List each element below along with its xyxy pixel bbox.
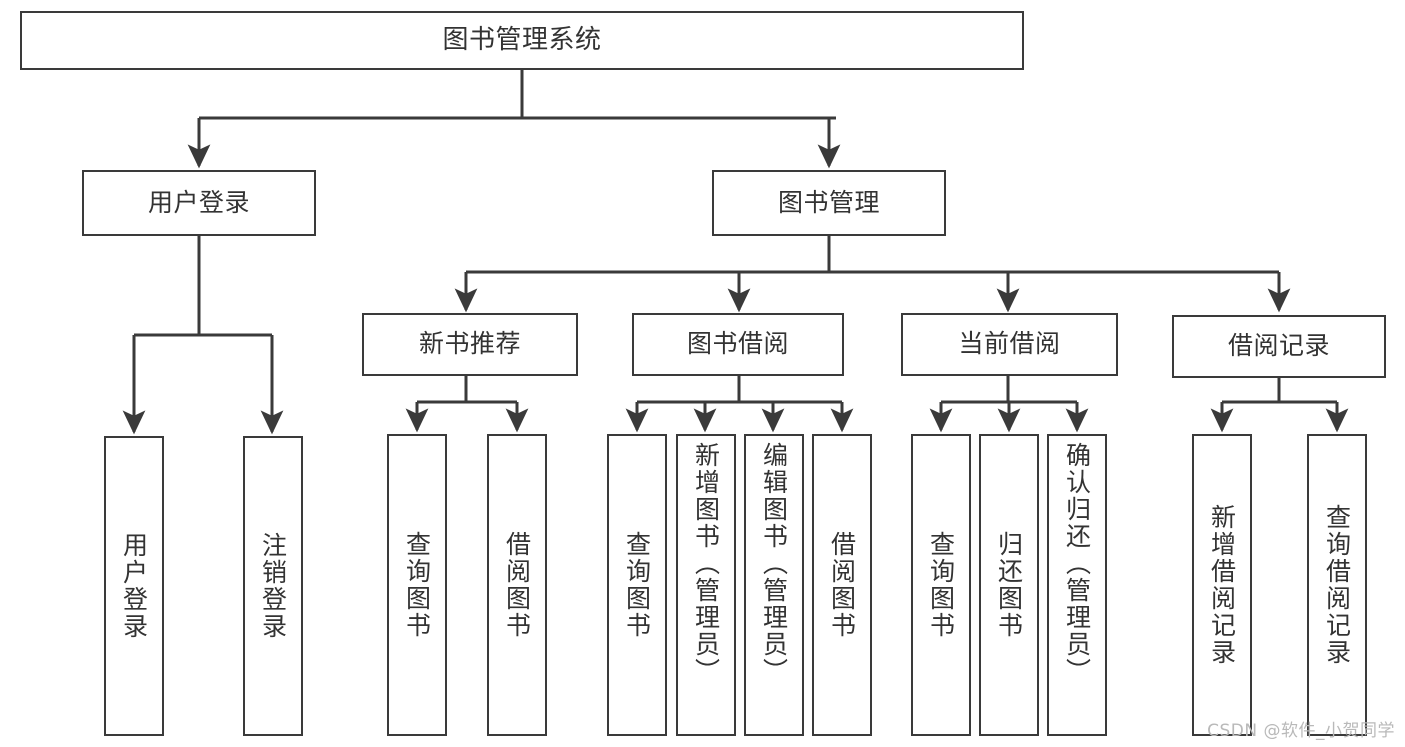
node-root-system[interactable]: 图书管理系统 (20, 11, 1024, 70)
node-leaf-edit-book[interactable]: 编辑图书（管理员） (744, 434, 804, 736)
node-leaf-confirm-return[interactable]: 确认归还（管理员） (1047, 434, 1107, 736)
node-leaf-query-book-2-label: 查询图书 (622, 531, 652, 639)
node-leaf-edit-book-label: 编辑图书（管理员） (759, 442, 789, 685)
node-leaf-borrow-book-2-label: 借阅图书 (827, 531, 857, 639)
node-leaf-return-book[interactable]: 归还图书 (979, 434, 1039, 736)
node-leaf-confirm-return-label: 确认归还（管理员） (1062, 442, 1092, 685)
node-leaf-borrow-book-1-label: 借阅图书 (502, 531, 532, 639)
node-borrow-record-label: 借阅记录 (1227, 331, 1330, 361)
node-leaf-user-login[interactable]: 用户登录 (104, 436, 164, 736)
node-leaf-user-login-label: 用户登录 (119, 532, 149, 640)
node-leaf-query-book-1[interactable]: 查询图书 (387, 434, 447, 736)
node-leaf-borrow-book-2[interactable]: 借阅图书 (812, 434, 872, 736)
csdn-watermark: CSDN @软件_小贺同学 (1207, 721, 1395, 741)
node-book-manage-label: 图书管理 (777, 187, 880, 217)
node-leaf-add-book-label: 新增图书（管理员） (691, 442, 721, 685)
node-current-borrow-label: 当前借阅 (958, 329, 1061, 359)
node-borrow-record[interactable]: 借阅记录 (1172, 315, 1386, 378)
node-leaf-query-book-3-label: 查询图书 (926, 531, 956, 639)
node-leaf-return-book-label: 归还图书 (994, 531, 1024, 639)
node-leaf-query-record[interactable]: 查询借阅记录 (1307, 434, 1367, 736)
node-user-login-label: 用户登录 (147, 187, 250, 217)
node-leaf-logout-label: 注销登录 (258, 532, 288, 640)
node-new-book-rec[interactable]: 新书推荐 (362, 313, 578, 376)
node-root-system-label: 图书管理系统 (442, 24, 602, 55)
node-book-manage[interactable]: 图书管理 (712, 170, 946, 236)
node-leaf-query-book-3[interactable]: 查询图书 (911, 434, 971, 736)
node-current-borrow[interactable]: 当前借阅 (901, 313, 1118, 376)
node-leaf-add-record[interactable]: 新增借阅记录 (1192, 434, 1252, 736)
node-leaf-borrow-book-1[interactable]: 借阅图书 (487, 434, 547, 736)
node-user-login[interactable]: 用户登录 (82, 170, 316, 236)
node-book-borrow[interactable]: 图书借阅 (632, 313, 844, 376)
node-new-book-rec-label: 新书推荐 (418, 329, 521, 359)
node-book-borrow-label: 图书借阅 (686, 329, 789, 359)
node-leaf-logout[interactable]: 注销登录 (243, 436, 303, 736)
node-leaf-add-record-label: 新增借阅记录 (1207, 504, 1237, 666)
node-leaf-query-book-2[interactable]: 查询图书 (607, 434, 667, 736)
node-leaf-query-record-label: 查询借阅记录 (1322, 504, 1352, 666)
node-leaf-add-book[interactable]: 新增图书（管理员） (676, 434, 736, 736)
node-leaf-query-book-1-label: 查询图书 (402, 531, 432, 639)
